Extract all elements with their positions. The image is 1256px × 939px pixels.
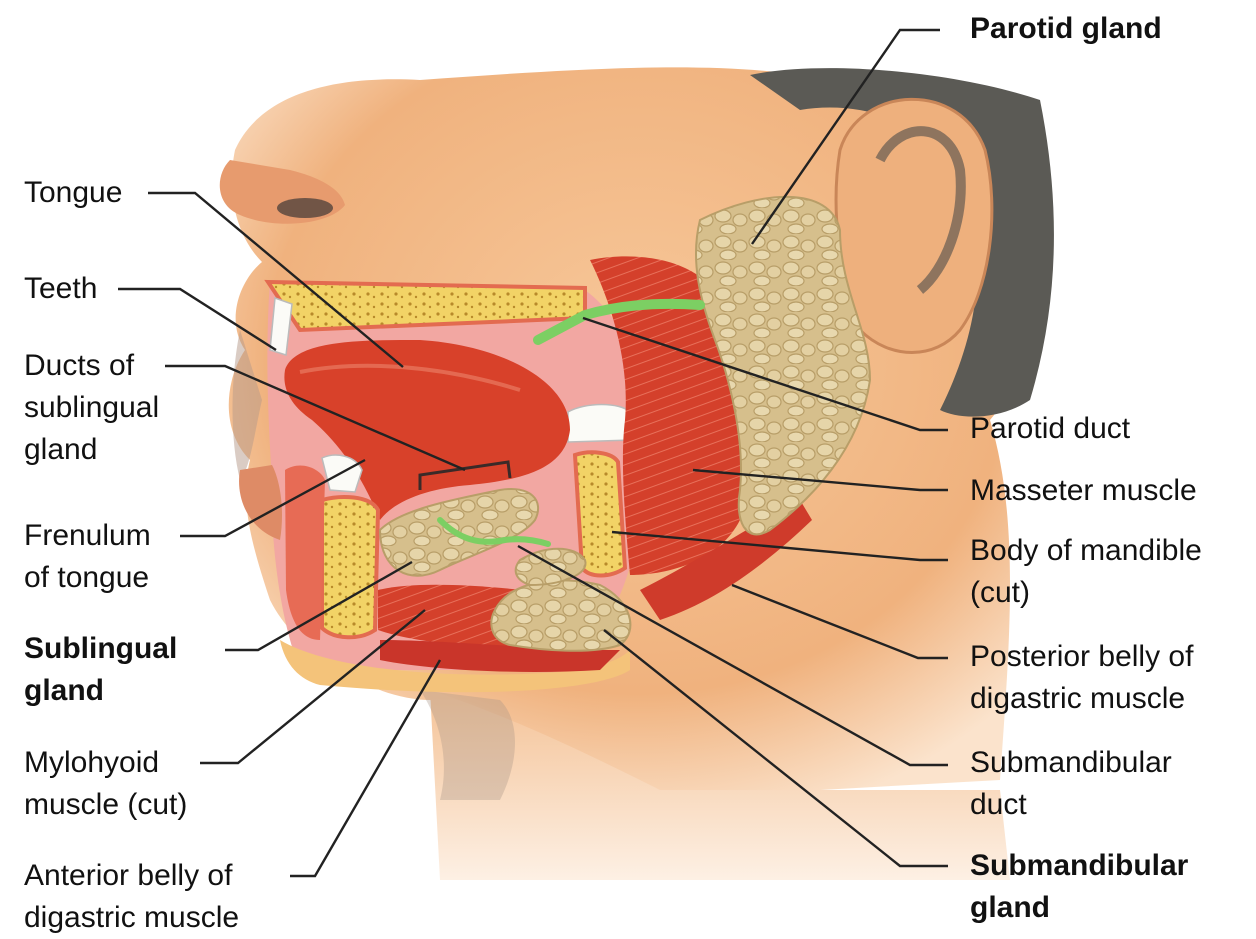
submandibular-gland-shape [491,580,630,650]
label-posterior-digastric: Posterior belly of digastric muscle [970,636,1193,720]
label-body-mandible: Body of mandible (cut) [970,530,1202,614]
lower-lip [239,465,282,540]
label-parotid-gland: Parotid gland [970,8,1162,50]
label-frenulum: Frenulum of tongue [24,515,151,599]
mandible-front [322,497,378,637]
molar-teeth [568,405,632,443]
label-submandibular-gland: Submandibular gland [970,845,1188,929]
label-mylohyoid: Mylohyoid muscle (cut) [24,742,187,826]
label-teeth: Teeth [24,268,97,310]
label-masseter: Masseter muscle [970,470,1197,512]
label-tongue: Tongue [24,172,122,214]
label-anterior-digastric: Anterior belly of digastric muscle [24,855,239,939]
label-parotid-duct: Parotid duct [970,408,1130,450]
label-submandibular-duct: Submandibular duct [970,742,1172,826]
ear-shape [836,99,992,352]
label-sublingual-gland: Sublingual gland [24,628,177,712]
label-ducts-sublingual: Ducts of sublingual gland [24,345,159,471]
